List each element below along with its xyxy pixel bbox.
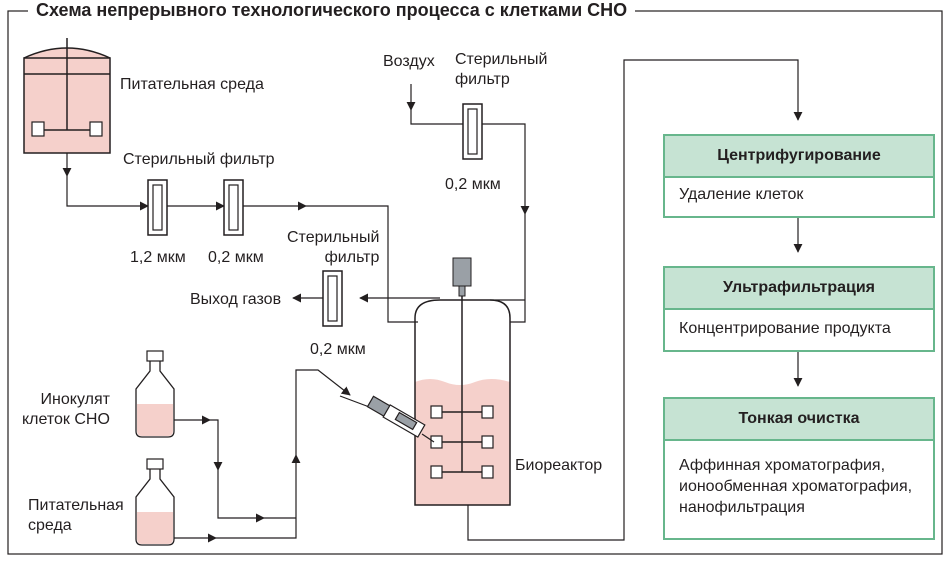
inoculum-label: Инокулят клеток CHO — [22, 391, 110, 428]
media-bottle — [135, 458, 175, 546]
fine-purification-box: Тонкая очистка Аффинная хроматография, и… — [663, 397, 935, 540]
pore-size-1-2-label: 1,2 мкм — [130, 249, 186, 266]
ultrafiltration-box: Ультрафильтрация Концентрирование продук… — [663, 266, 935, 352]
fine-purification-title: Тонкая очистка — [665, 399, 933, 441]
sterile-filter-1-2 — [147, 179, 168, 236]
inoculum-bottle — [135, 350, 175, 438]
bioreactor-label: Биореактор — [515, 457, 603, 474]
air-sterile-filter — [462, 103, 483, 160]
harvest-line — [467, 59, 803, 541]
fine-purification-detail: Аффинная хроматография, ионообменная хро… — [679, 457, 913, 516]
inoculation-lines — [174, 369, 351, 543]
air-pore-size-label: 0,2 мкм — [445, 176, 501, 193]
feed-line — [62, 153, 418, 323]
media-bottle-label: Питательная среда — [28, 497, 124, 534]
gas-outlet-label: Выход газов — [190, 291, 282, 308]
air-sterile-filter-label: Стерильный фильтр — [455, 51, 548, 88]
gas-sterile-filter-label: Стерильный фильтр — [287, 229, 380, 266]
inoculation-syringe — [339, 395, 435, 443]
gas-sterile-filter — [322, 270, 343, 327]
centrifugation-box: Центрифугирование Удаление клеток — [663, 134, 935, 218]
pore-size-0-2-label: 0,2 мкм — [208, 249, 264, 266]
air-line — [406, 84, 530, 323]
gas-pore-size-label: 0,2 мкм — [310, 341, 366, 358]
bioreactor-vessel — [414, 257, 511, 506]
ultrafiltration-detail: Концентрирование продукта — [679, 320, 891, 337]
media-tank — [23, 38, 111, 154]
diagram-title: Схема непрерывного технологического проц… — [28, 0, 636, 21]
sterile-filter-label: Стерильный фильтр — [123, 151, 275, 168]
centrifugation-detail: Удаление клеток — [679, 186, 804, 203]
air-label: Воздух — [383, 53, 435, 70]
sterile-filter-0-2 — [223, 179, 244, 236]
ultrafiltration-title: Ультрафильтрация — [665, 268, 933, 310]
centrifugation-title: Центрифугирование — [665, 136, 933, 178]
media-tank-label: Питательная среда — [120, 76, 264, 93]
